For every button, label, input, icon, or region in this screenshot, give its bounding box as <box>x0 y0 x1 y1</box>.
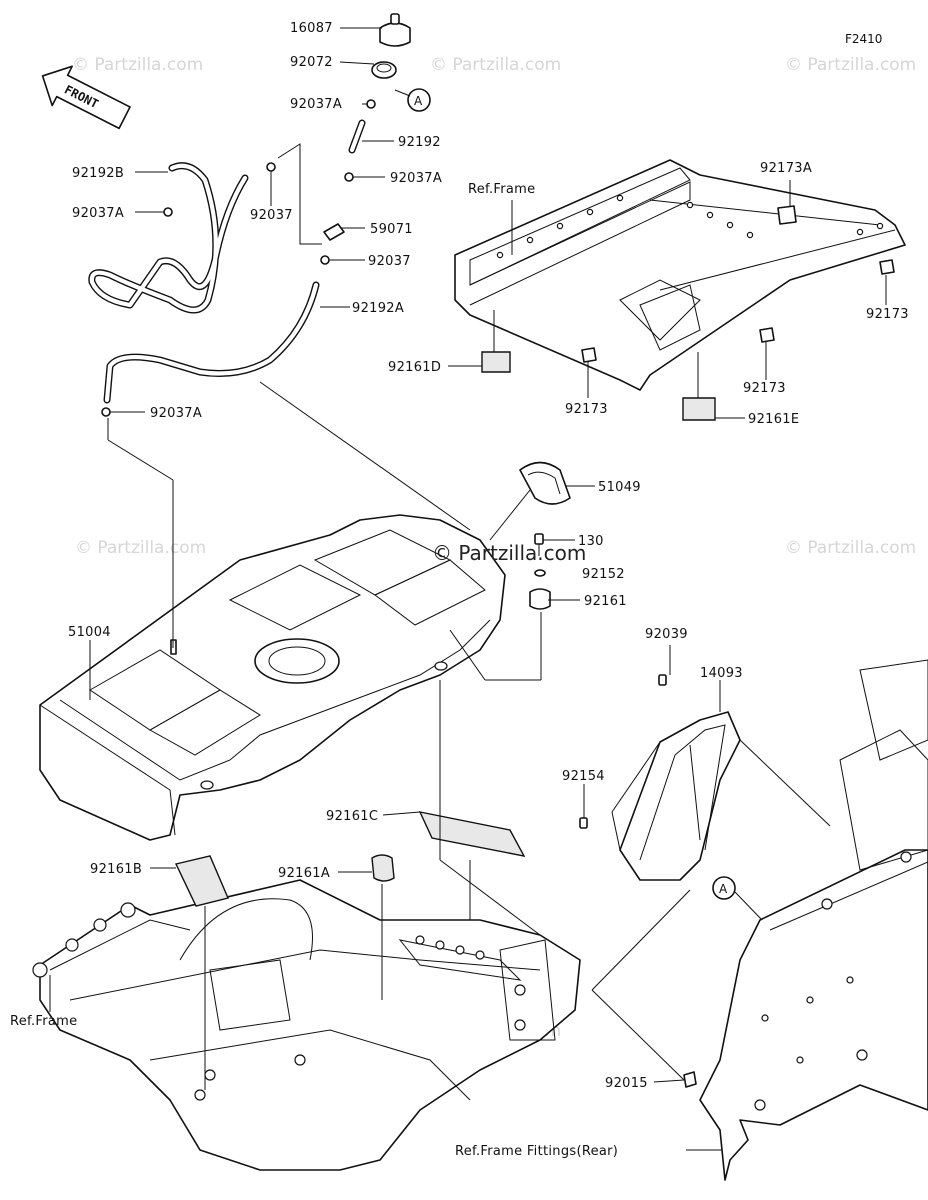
callout-a-upper-text: A <box>414 94 423 108</box>
label-92192: 92192 <box>398 135 441 150</box>
label-92161c: 92161C <box>326 809 378 824</box>
frame-top-holes <box>496 194 884 259</box>
heat-shield-14093 <box>579 674 741 881</box>
callout-a-lower <box>712 876 736 900</box>
mount-92173a <box>777 205 797 225</box>
guard-51049 <box>519 461 571 505</box>
damper-92161 <box>529 588 551 610</box>
washer-92152 <box>534 569 546 577</box>
label-ref-frame: Ref.Frame <box>468 182 535 197</box>
frame-bottom-holes <box>32 902 526 1101</box>
label-92037a: 92037A <box>390 171 442 186</box>
pad-92161a <box>371 854 395 882</box>
pad-92161e <box>682 397 716 421</box>
breather-assembly <box>88 13 411 417</box>
fuel-tank-51004 <box>39 514 506 841</box>
label-92161a: 92161A <box>278 866 330 881</box>
figure-id: F2410 <box>845 32 882 46</box>
label-16087: 16087 <box>290 21 333 36</box>
pad-92161b <box>174 855 229 907</box>
frame-top <box>454 159 906 421</box>
label-130: 130 <box>578 534 604 549</box>
bolt-92039 <box>658 674 667 686</box>
watermark-center: © Partzilla.com <box>432 541 586 565</box>
watermark-5: © Partzilla.com <box>785 538 916 558</box>
label-92192b: 92192B <box>72 166 124 181</box>
label-92161: 92161 <box>584 594 627 609</box>
nut-92015 <box>683 1071 697 1088</box>
label-59071: 59071 <box>370 222 413 237</box>
label-92173: 92173 <box>743 381 786 396</box>
label-92037a: 92037A <box>72 206 124 221</box>
label-92037a: 92037A <box>150 406 202 421</box>
mount-92173-center <box>759 327 775 343</box>
watermark-1: © Partzilla.com <box>72 55 203 75</box>
label-92152: 92152 <box>582 567 625 582</box>
label-92072: 92072 <box>290 55 333 70</box>
callout-a-lower-text: A <box>719 882 728 896</box>
breather-cap-16087 <box>379 22 411 47</box>
frame-bottom <box>32 811 581 1171</box>
label-92037a: 92037A <box>290 97 342 112</box>
label-92161e: 92161E <box>748 412 799 427</box>
label-92161d: 92161D <box>388 360 441 375</box>
frame-fittings-rear: A <box>683 659 928 1181</box>
leader-lines <box>49 27 887 1151</box>
label-14093: 14093 <box>700 666 743 681</box>
part-labels: 16087 92072 92037A 92192 92192B 92037A 9… <box>10 21 909 1159</box>
label-92037: 92037 <box>368 254 411 269</box>
watermark-4: © Partzilla.com <box>75 538 206 558</box>
label-92173a: 92173A <box>760 161 812 176</box>
tee-59071 <box>323 223 345 241</box>
label-92039: 92039 <box>645 627 688 642</box>
label-ref-frame: Ref.Frame <box>10 1014 77 1029</box>
label-92154: 92154 <box>562 769 605 784</box>
watermark-2: © Partzilla.com <box>430 55 561 75</box>
clip-92037a <box>366 99 376 109</box>
label-ref-frame-fittings-rear: Ref.Frame Fittings(Rear) <box>455 1144 618 1159</box>
label-92015: 92015 <box>605 1076 648 1091</box>
watermark-3: © Partzilla.com <box>785 55 916 75</box>
tank-filler-ring <box>254 638 340 684</box>
callout-a-upper <box>407 88 431 112</box>
label-92173: 92173 <box>866 307 909 322</box>
label-92192a: 92192A <box>352 301 404 316</box>
label-51049: 51049 <box>598 480 641 495</box>
bolt-92154 <box>579 817 588 829</box>
pad-92161c <box>418 811 526 857</box>
mount-92173-right <box>879 259 895 275</box>
label-92161b: 92161B <box>90 862 142 877</box>
label-92173: 92173 <box>565 402 608 417</box>
label-92037: 92037 <box>250 208 293 223</box>
pad-92161d <box>481 351 511 373</box>
label-51004: 51004 <box>68 625 111 640</box>
mount-92173-left <box>581 347 597 363</box>
